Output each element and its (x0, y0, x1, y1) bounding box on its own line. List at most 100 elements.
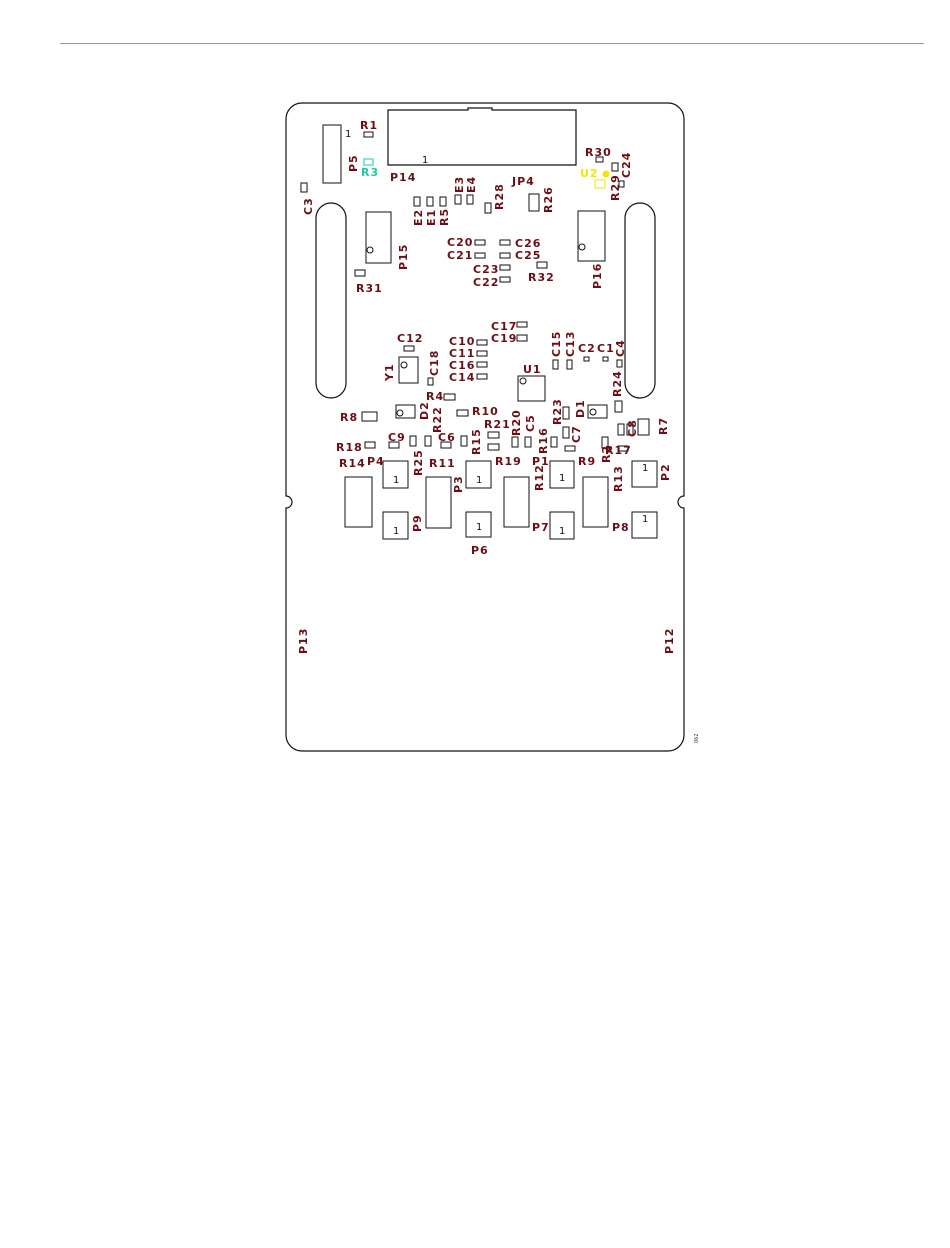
d1-pin1-circle (589, 408, 597, 416)
c19-pad (516, 334, 528, 342)
c14-pad (476, 373, 488, 380)
label-r20: R20 (510, 409, 523, 436)
label-e3: E3 (453, 176, 466, 193)
label-p2: P2 (659, 463, 672, 481)
label-p4: P4 (367, 455, 385, 468)
label-c4: C4 (614, 339, 627, 357)
r7b-pad (564, 445, 576, 452)
c23-pad (499, 264, 511, 271)
label-r21: R21 (484, 418, 511, 431)
p1-pin1-marker: 1 (559, 473, 565, 484)
label-c16: C16 (449, 359, 475, 372)
label-c12: C12 (397, 332, 423, 345)
r2-pad (601, 436, 609, 449)
label-r22: R22 (431, 406, 444, 433)
r25-pad (409, 435, 417, 447)
label-u1: U1 (523, 363, 542, 376)
c8b-pad (626, 423, 634, 436)
header-rule (60, 43, 924, 44)
c24-pad (611, 162, 619, 172)
r28-pad (484, 202, 492, 214)
c12-pad (403, 345, 415, 352)
p3-connector (465, 460, 492, 489)
u2-pin1-dot (602, 170, 610, 178)
p6-pin1-marker: 1 (476, 522, 482, 533)
label-c18: C18 (428, 350, 441, 376)
c10-pad (476, 339, 488, 346)
label-c8: C8 (626, 419, 639, 437)
c18-pad (427, 377, 434, 386)
label-p7: P7 (532, 521, 550, 534)
r29-pad (618, 180, 625, 188)
label-c22: C22 (473, 276, 499, 289)
d2-diode (395, 404, 416, 419)
p9-pin1-marker: 1 (393, 526, 399, 537)
p5-connector (322, 124, 342, 184)
label-r24: R24 (611, 370, 624, 397)
right-mounting-slot (624, 202, 656, 399)
label-r12: R12 (533, 464, 546, 491)
label-u2: U2 (580, 167, 599, 180)
label-r26: R26 (542, 186, 555, 213)
label-p15: P15 (397, 244, 410, 270)
label-d2: D2 (418, 401, 431, 420)
p14-pin1-marker: 1 (422, 155, 428, 166)
r5-pad (439, 196, 447, 207)
c25-pad (499, 252, 511, 259)
label-r23: R23 (551, 398, 564, 425)
label-e2: E2 (412, 209, 425, 226)
c1-pad (602, 356, 609, 362)
p6-connector (465, 511, 492, 538)
c3-pad (300, 182, 308, 193)
label-c17: C17 (491, 320, 517, 333)
c16-pad (476, 361, 488, 368)
p4-connector (382, 460, 409, 489)
c2-pad (583, 356, 590, 362)
p3-pin1-marker: 1 (476, 475, 482, 486)
label-r14: R14 (339, 457, 366, 470)
c6-pad (440, 441, 452, 449)
label-c2: C2 (578, 342, 596, 355)
r14-pad (344, 476, 373, 528)
r4-pad (443, 393, 456, 401)
e3-pad (454, 194, 462, 205)
label-d1: D1 (574, 399, 587, 418)
left-mounting-slot (315, 202, 347, 399)
label-jp4: JP4 (511, 175, 535, 188)
c17-pad (516, 321, 528, 328)
label-r3: R3 (361, 166, 379, 179)
c5-pad (524, 436, 532, 448)
r8-pad (361, 411, 378, 422)
p7-connector (549, 511, 575, 540)
e2-pad (413, 196, 421, 207)
label-c14: C14 (449, 371, 475, 384)
r22-pad (424, 435, 432, 447)
jp4-pad (528, 193, 540, 212)
label-c24: C24 (620, 152, 633, 178)
label-r8: R8 (340, 411, 358, 424)
p1-connector (549, 460, 575, 489)
label-p13: P13 (297, 628, 310, 654)
r20-pad (511, 436, 519, 448)
p15-connector (365, 211, 392, 264)
r3-pad (363, 158, 374, 166)
label-p5: P5 (347, 154, 360, 172)
r18-pad (364, 441, 376, 449)
c9-pad (388, 441, 400, 449)
label-r5: R5 (438, 208, 451, 226)
label-p12: P12 (663, 628, 676, 654)
label-c6: C6 (438, 431, 456, 444)
r31-pad (354, 269, 366, 277)
label-c20: C20 (447, 236, 473, 249)
c13-pad (566, 359, 573, 370)
r30-pad (595, 156, 604, 163)
r10-pad (456, 409, 469, 417)
r16-pad (550, 436, 558, 448)
label-r2: R2 (600, 445, 613, 463)
label-r17: R17 (605, 444, 632, 457)
p9-connector (382, 511, 409, 540)
u2-pad (594, 179, 606, 189)
label-r18: R18 (336, 441, 363, 454)
label-c25: C25 (515, 249, 541, 262)
label-p16: P16 (591, 263, 604, 289)
